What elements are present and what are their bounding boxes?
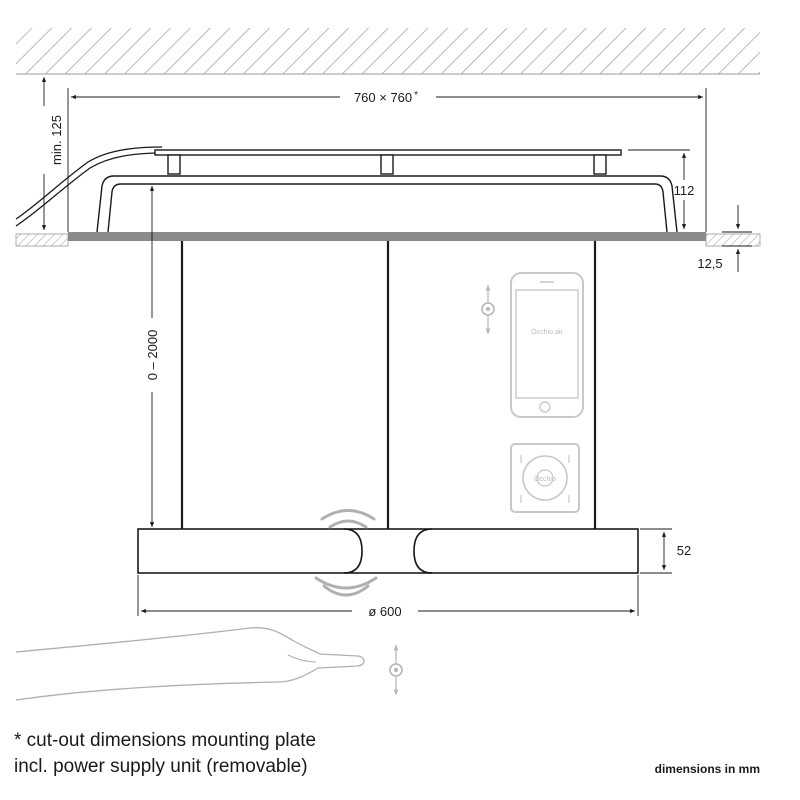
plate-height-label: 112 [674,183,695,198]
dimension-suspension-length: 0 – 2000 [144,186,160,527]
adjust-icon-lower [389,645,403,695]
remote-control: Occhio [510,443,580,513]
sensor-waves [314,509,378,597]
ceiling-thickness-label: 12,5 [697,256,722,271]
power-cable [15,152,163,227]
suspended-ceiling [15,232,761,247]
fixture-height-label: 52 [677,543,691,558]
dimension-diameter: ø 600 [137,575,639,619]
phone-app-label: Occhio air [531,329,563,336]
remote-label: Occhio [534,476,556,483]
dimension-cutout-width: 760 × 760* [67,88,707,232]
units-label: dimensions in mm [654,762,760,776]
pendant-body [180,241,597,530]
footnote-line-2: incl. power supply unit (removable) [14,756,308,777]
hand-illustration [15,627,365,701]
diameter-label: ø 600 [368,604,401,619]
dimension-fixture-height: 52 [640,528,691,574]
footnote: * cut-out dimensions mounting plate incl… [14,728,316,780]
suspension-length-label: 0 – 2000 [145,330,160,381]
canopy-housing [96,175,678,233]
mounting-plate [154,149,622,175]
dimension-plate-height: 112 [628,149,696,229]
dimension-min-depth: min. 125 [36,77,64,230]
footnote-line-1: * cut-out dimensions mounting plate [14,730,317,751]
svg-text:760 × 760*: 760 × 760* [354,90,418,105]
smartphone: Occhio air [510,272,584,418]
upper-ceiling [16,28,760,75]
min-depth-label: min. 125 [49,115,64,165]
lamp-fixture [137,528,639,574]
dimension-ceiling-thickness: 12,5 [697,205,752,272]
adjust-icon-upper [481,285,495,334]
